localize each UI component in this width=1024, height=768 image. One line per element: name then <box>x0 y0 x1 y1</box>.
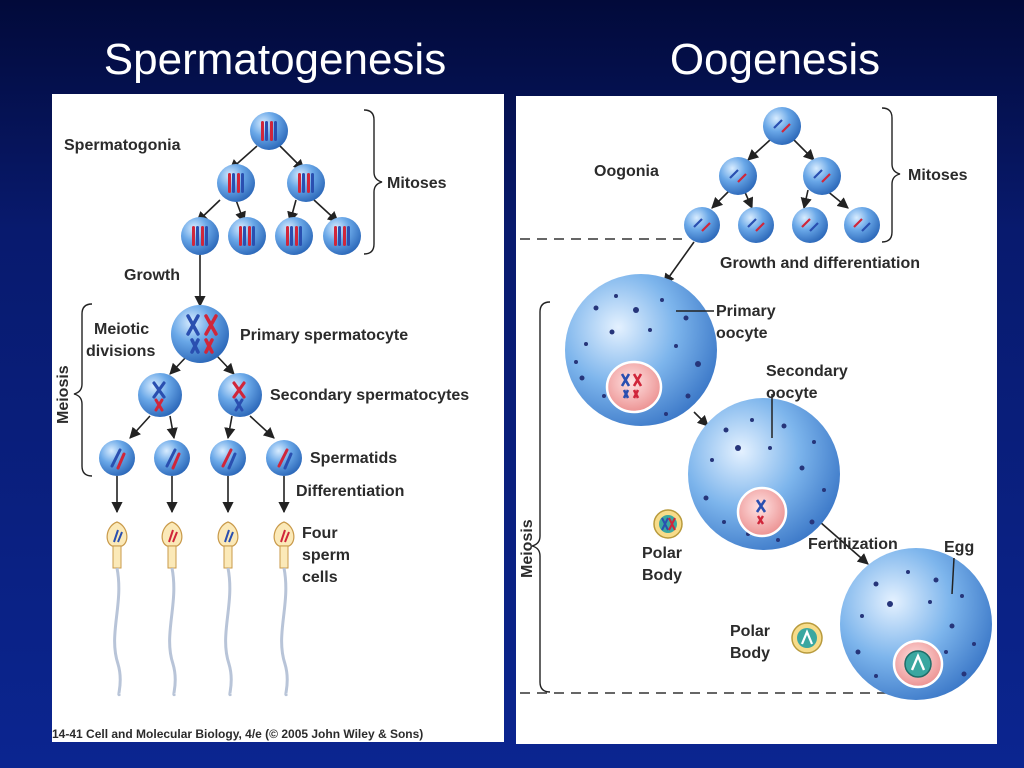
sperm-cell <box>217 521 239 697</box>
polar-body-2-label-line2: Body <box>730 645 770 662</box>
meiotic-label-line1: Meiotic <box>94 321 149 338</box>
mitoses-bracket <box>363 109 383 255</box>
polar-body-2-cell <box>791 622 823 654</box>
four-sperm-label-line2: sperm <box>302 547 350 564</box>
spermatogonium-cell <box>228 217 266 255</box>
oogonium-cell <box>738 207 774 243</box>
spermatogonium-cell <box>323 217 361 255</box>
four-sperm-label-line3: cells <box>302 569 338 586</box>
spermatids-label: Spermatids <box>310 450 397 467</box>
meiotic-label-line2: divisions <box>86 343 155 360</box>
mitoses-label-right: Mitoses <box>908 167 968 184</box>
spermatogonium-cell <box>250 112 288 150</box>
polar-body-2-label-line1: Polar <box>730 623 770 640</box>
oogonium-cell <box>763 107 801 145</box>
egg-pointer <box>951 557 955 595</box>
oogonium-cell <box>719 157 757 195</box>
polar-body-1-cell <box>653 509 683 539</box>
oogenesis-title: Oogenesis <box>669 35 881 84</box>
spermatogenesis-panel: Spermatogonia Mitoses Growth Meiotic div… <box>52 94 504 742</box>
egg-label: Egg <box>944 539 974 556</box>
spermatid-cell <box>154 440 190 476</box>
primary-spermatocyte-label: Primary spermatocyte <box>240 327 408 344</box>
spermatogonium-cell <box>275 217 313 255</box>
polar-body-1-label-line2: Body <box>642 567 682 584</box>
egg-cell <box>840 548 992 700</box>
primary-oocyte-label-line2: oocyte <box>716 325 768 342</box>
primary-oocyte-label-line1: Primary <box>716 303 776 320</box>
growth-label: Growth <box>124 267 180 284</box>
spermatogonium-cell <box>181 217 219 255</box>
sperm-cell <box>161 521 183 697</box>
spermatogenesis-title: Spermatogenesis <box>103 35 447 84</box>
meiosis-bracket-right <box>531 301 551 693</box>
secondary-oocyte-label-line2: oocyte <box>766 385 818 402</box>
figure-caption: 14-41 Cell and Molecular Biology, 4/e (©… <box>52 727 423 741</box>
fertilization-label: Fertilization <box>808 536 898 553</box>
secondary-oocyte-cell <box>688 398 840 550</box>
oogonium-cell <box>684 207 720 243</box>
mitoses-label: Mitoses <box>387 175 447 192</box>
oogenesis-panel: Oogonia Mitoses Growth and differentiati… <box>516 96 997 744</box>
spermatogonium-cell <box>217 164 255 202</box>
oogonia-label: Oogonia <box>594 163 659 180</box>
spermatogonia-label: Spermatogonia <box>64 137 181 154</box>
spermatid-cell <box>210 440 246 476</box>
secondary-spermatocytes-label: Secondary spermatocytes <box>270 387 469 404</box>
oogenesis-diagram: Oogonia Mitoses Growth and differentiati… <box>519 107 992 700</box>
oogonium-cell <box>792 207 828 243</box>
meiosis-label-right: Meiosis <box>519 519 536 578</box>
meiosis-label: Meiosis <box>55 365 72 424</box>
sperm-cell <box>273 521 295 697</box>
four-sperm-label-line1: Four <box>302 525 338 542</box>
primary-oocyte-cell <box>565 274 717 426</box>
mitoses-bracket-right <box>881 107 901 243</box>
meiosis-bracket <box>73 303 93 477</box>
differentiation-label: Differentiation <box>296 483 404 500</box>
secondary-spermatocyte-cell <box>138 373 182 417</box>
spermatogenesis-diagram: Spermatogonia Mitoses Growth Meiotic div… <box>52 109 469 741</box>
primary-spermatocyte-cell <box>171 305 229 363</box>
growth-differentiation-label: Growth and differentiation <box>720 255 920 272</box>
oogonium-cell <box>844 207 880 243</box>
secondary-oocyte-label-line1: Secondary <box>766 363 848 380</box>
spermatid-cell <box>266 440 302 476</box>
polar-body-1-label-line1: Polar <box>642 545 682 562</box>
secondary-spermatocyte-cell <box>218 373 262 417</box>
oogonium-cell <box>803 157 841 195</box>
spermatogonium-cell <box>287 164 325 202</box>
mitosis-arrows <box>111 145 339 514</box>
sperm-cell <box>106 521 128 697</box>
spermatid-cell <box>99 440 135 476</box>
